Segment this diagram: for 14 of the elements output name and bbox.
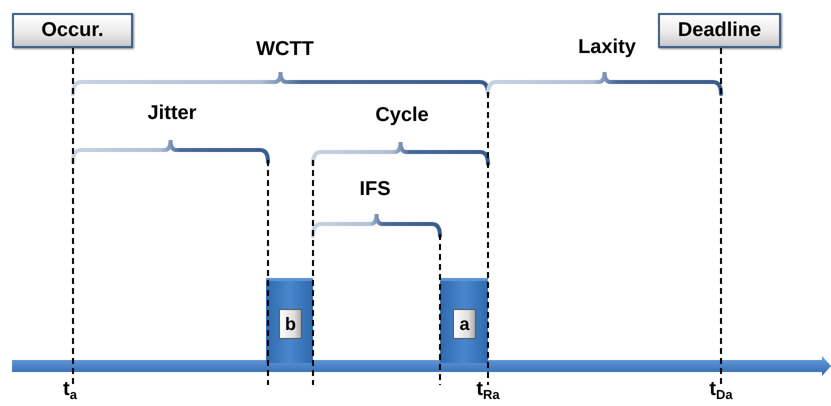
time-label: t$_{Da}$ [709,378,733,402]
event-label: Occur. [12,13,133,48]
frame-label: b [279,309,302,339]
frame-label: a [453,309,476,339]
time-label: t$_{a}$ [63,378,77,402]
frame-block [440,278,488,363]
interval-label: IFS [359,178,391,201]
interval-label: Jitter [148,102,196,125]
interval-label: Cycle [375,104,429,127]
event-label: Deadline [658,13,781,48]
interval-label: Laxity [578,36,636,59]
frame-block [266,278,313,363]
time-label: t$_{Ra}$ [476,378,500,402]
interval-label: WCTT [256,38,314,61]
